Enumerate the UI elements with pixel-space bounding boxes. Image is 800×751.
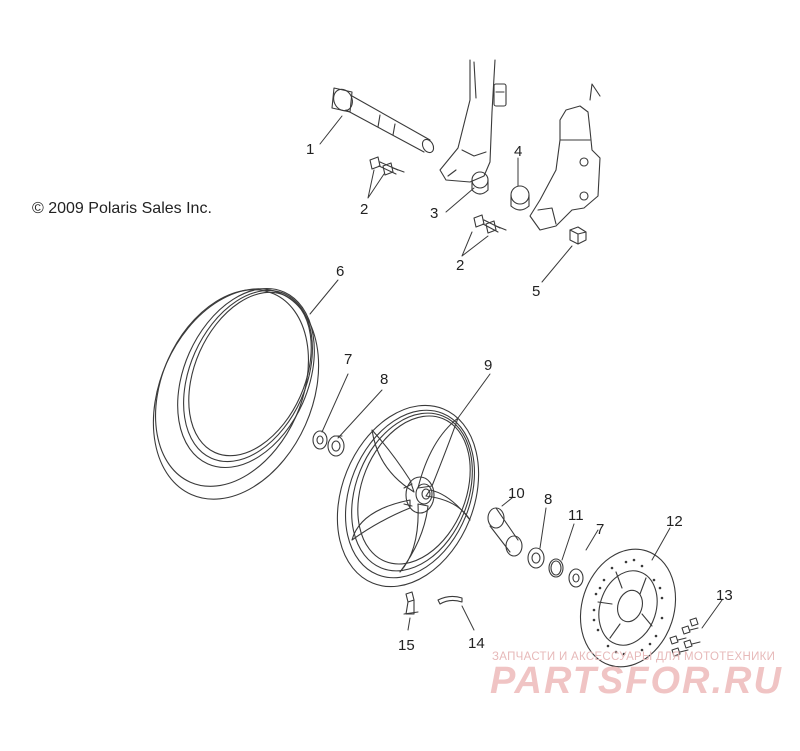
callout-14: 14 (468, 635, 485, 652)
leader-lines (309, 115, 723, 631)
copyright-notice: © 2009 Polaris Sales Inc. (32, 200, 212, 217)
callout-3: 3 (430, 205, 438, 222)
wheel-spacer (487, 507, 523, 557)
callout-15: 15 (398, 637, 415, 654)
watermark-brand: PARTSFOR.RU (490, 660, 783, 702)
retaining-ring (548, 558, 564, 578)
wheel-rim (336, 404, 480, 588)
callout-6: 6 (336, 263, 344, 280)
spacer-left (471, 171, 489, 195)
spacer-right (510, 185, 530, 211)
seal-left (312, 430, 328, 450)
callout-numbers: 1 2 3 4 2 5 6 7 8 9 10 8 11 7 12 13 14 1… (306, 141, 733, 654)
valve-stem (403, 591, 419, 615)
left-fork-leg (439, 59, 507, 183)
callout-10: 10 (508, 485, 525, 502)
brake-disc (579, 548, 677, 668)
tire (152, 287, 320, 500)
axle-nut (569, 226, 587, 245)
callout-2-upper: 2 (360, 201, 368, 218)
callout-11: 11 (568, 507, 584, 524)
seal-right (568, 568, 584, 588)
callout-12: 12 (666, 513, 683, 530)
callout-1: 1 (306, 141, 314, 158)
callout-7-left: 7 (344, 351, 352, 368)
bearing-right (527, 547, 545, 569)
callout-8-left: 8 (380, 371, 388, 388)
callout-8-right: 8 (544, 491, 552, 508)
pinch-bolts-lower (473, 214, 507, 234)
disc-screws (669, 617, 701, 657)
watermark-subtitle: ЗАПЧАСТИ И АКСЕССУАРЫ ДЛЯ МОТОТЕХНИКИ (492, 651, 776, 663)
right-fork-leg (529, 83, 601, 231)
callout-4: 4 (514, 143, 522, 160)
callout-5: 5 (532, 283, 540, 300)
callout-2-lower: 2 (456, 257, 464, 274)
front-axle (331, 87, 435, 154)
callout-13: 13 (716, 587, 733, 604)
balance-weight (437, 595, 463, 605)
bearing-left (327, 435, 345, 457)
callout-7-right: 7 (596, 521, 604, 538)
callout-9: 9 (484, 357, 492, 374)
pinch-bolts-upper (369, 156, 405, 176)
